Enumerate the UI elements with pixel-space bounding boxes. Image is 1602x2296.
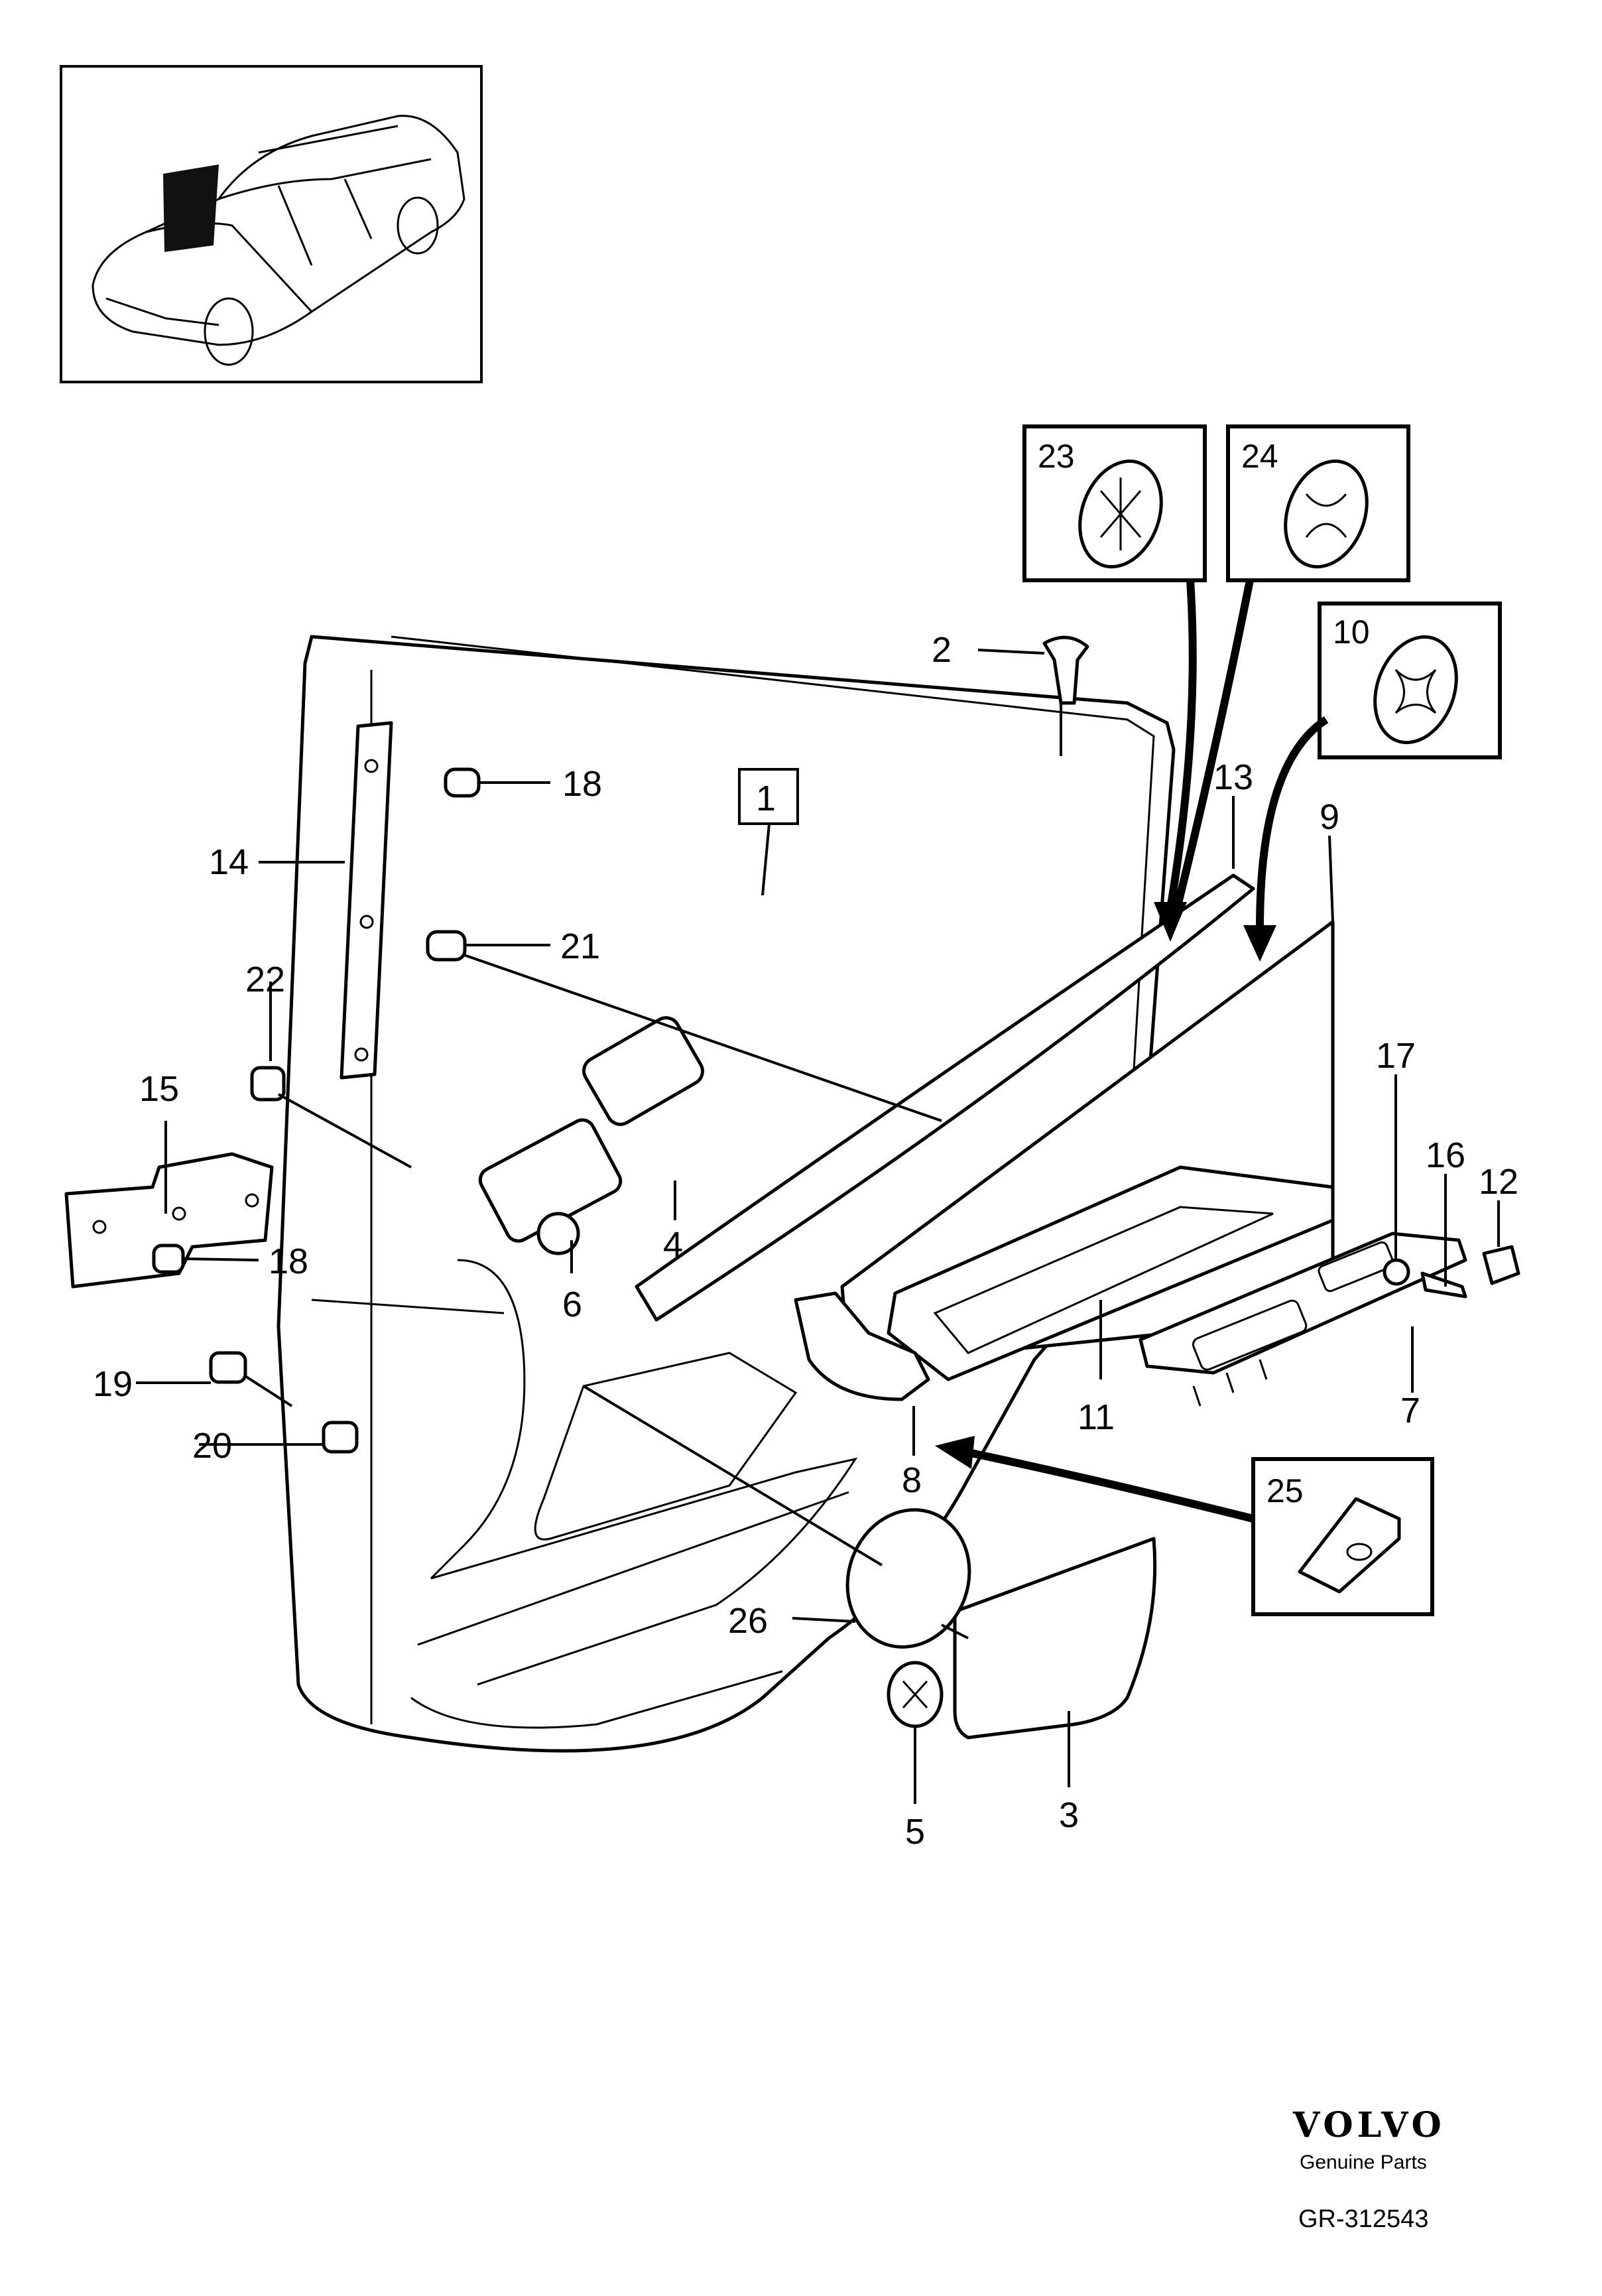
part-2-clip: [1042, 635, 1089, 705]
callout-9: 9: [1320, 797, 1339, 837]
part-5-clip: [887, 1661, 944, 1728]
callout-8: 8: [902, 1460, 922, 1500]
part-15-bracket: [64, 1152, 274, 1289]
callout-17: 17: [1376, 1036, 1416, 1076]
callout-22: 22: [245, 960, 285, 999]
diagram-code: GR-312543: [1298, 2205, 1428, 2233]
detail-box-10: [1318, 602, 1502, 759]
callout-4: 4: [663, 1225, 683, 1265]
callout-23: 23: [1038, 438, 1075, 475]
callout-7: 7: [1400, 1391, 1420, 1431]
callout-20: 20: [192, 1426, 232, 1466]
callout-3: 3: [1059, 1795, 1079, 1835]
detail-box-25: [1251, 1457, 1434, 1616]
part-11-insert: [887, 1165, 1335, 1381]
car-locator-inset: [60, 65, 483, 383]
leader-lines: [136, 649, 1500, 1804]
part-26-round-cover: [845, 1508, 971, 1649]
part-8-handle: [794, 1291, 930, 1401]
part-3-speaker-cover: [953, 1537, 1157, 1740]
brand-logo: VOLVO: [1292, 2105, 1446, 2145]
detail-arrows: [935, 579, 1329, 1523]
part-14-strip: [339, 721, 393, 1080]
callout-11: 11: [1078, 1397, 1115, 1437]
callout-14: 14: [209, 842, 249, 882]
callout-5: 5: [905, 1812, 925, 1852]
callout-26: 26: [728, 1601, 768, 1641]
part-13-strip: [635, 873, 1255, 1322]
callout-2: 2: [932, 630, 952, 670]
brand-tagline: Genuine Parts: [1300, 2151, 1427, 2173]
callout-12: 12: [1479, 1162, 1518, 1202]
fasteners: [152, 767, 1520, 1454]
callout-18-upper: 18: [562, 764, 602, 804]
footer-branding: VOLVO Genuine Parts GR-312543: [1292, 2105, 1446, 2233]
callout-box-1: [738, 768, 799, 825]
callout-18-lower: 18: [269, 1242, 308, 1281]
callout-16: 16: [1426, 1135, 1465, 1175]
callout-13: 13: [1213, 757, 1253, 797]
callout-10: 10: [1333, 613, 1370, 651]
detail-box-23: [1022, 424, 1207, 582]
callout-1: 1: [756, 779, 776, 818]
callout-25: 25: [1266, 1472, 1304, 1509]
callout-21: 21: [560, 926, 600, 966]
callout-labels: 1 2 3 4 5 6 7 8 9 10 11 12 13 14 15 16 1…: [93, 438, 1518, 1852]
callout-15: 15: [139, 1069, 179, 1109]
callout-6: 6: [562, 1285, 582, 1324]
callout-24: 24: [1241, 438, 1278, 475]
callout-19: 19: [93, 1364, 133, 1404]
detail-box-24: [1226, 424, 1410, 582]
door-highlight-icon: [163, 164, 219, 252]
